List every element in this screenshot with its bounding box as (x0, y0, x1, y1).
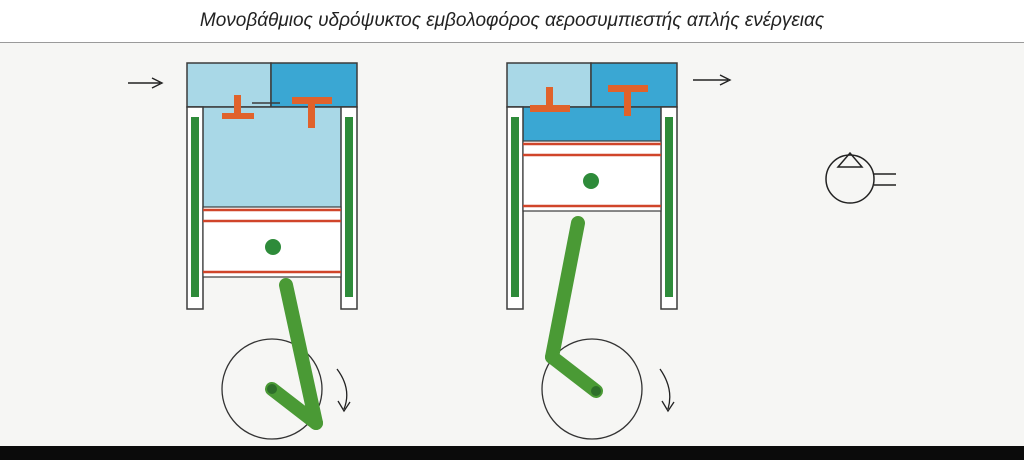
water-jacket-right (345, 117, 353, 297)
rotation-arrow-icon (659, 368, 675, 413)
compressor-left (128, 62, 358, 440)
figure-panel (0, 42, 1024, 447)
inlet-arrow-icon (128, 77, 164, 89)
discharge-valve-icon (292, 97, 332, 128)
piston-pin (583, 173, 599, 189)
outlet-arrow-icon (693, 74, 732, 86)
water-jacket-left (511, 117, 519, 297)
cylinder-air (203, 107, 341, 207)
intake-valve-icon (530, 87, 570, 112)
compressor-right (506, 62, 732, 440)
water-jacket-left (191, 117, 199, 297)
rotation-arrow-icon (336, 368, 351, 413)
piston-right (522, 140, 662, 212)
discharge-valve-icon (608, 85, 648, 116)
connecting-rod-left (265, 278, 323, 430)
cylinder-air-compressed (523, 107, 661, 141)
piston-left (202, 206, 342, 278)
intake-chamber (186, 62, 272, 108)
compressor-diagram (128, 62, 896, 440)
piston-pin (265, 239, 281, 255)
water-jacket-right (665, 117, 673, 297)
connecting-rod-right (545, 216, 603, 398)
intake-valve-icon (222, 95, 254, 119)
crank-circle (541, 338, 643, 440)
bottom-band (0, 446, 1024, 460)
compressor-symbol-icon (825, 151, 896, 204)
caption-title: Μονοβάθμιος υδρόψυκτος εμβολοφόρος αεροσ… (199, 10, 825, 31)
figure-caption: Μονοβάθμιος υδρόψυκτος εμβολοφόρος αεροσ… (0, 0, 1024, 42)
crank-circle (221, 338, 323, 440)
